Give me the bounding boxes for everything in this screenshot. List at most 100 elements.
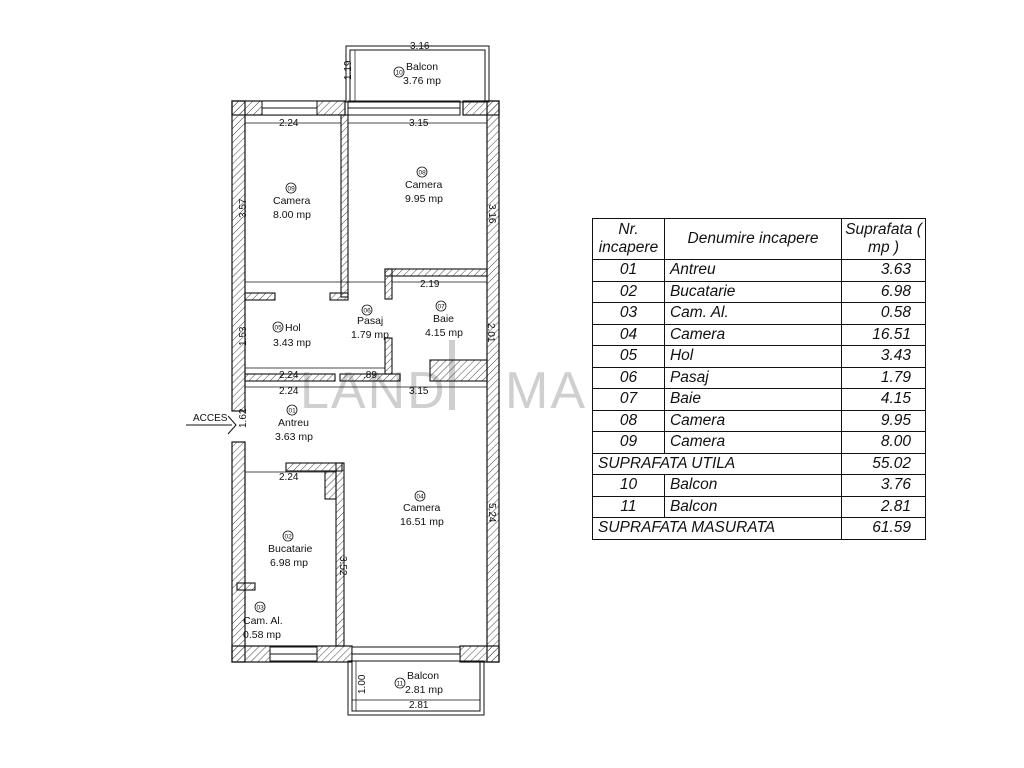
header-nr: Nr. incapere: [592, 218, 665, 260]
cell-name: Hol: [663, 345, 843, 368]
dim-room08-width: 3.15: [409, 118, 429, 129]
dim-camera04-height: 5.24: [486, 503, 497, 523]
room06-name: Pasaj: [357, 315, 383, 327]
balcony-bottom: [347, 660, 485, 716]
cell-nr: 03: [592, 302, 665, 325]
room03-number: 03: [257, 605, 265, 612]
cell-name: Balcon: [663, 474, 843, 497]
room04-name: Camera: [403, 502, 441, 514]
table-header-row: Nr. incapere Denumire incapere Suprafata…: [592, 218, 926, 260]
room10-number: 10: [396, 70, 404, 77]
room-area-table: Nr. incapere Denumire incapere Suprafata…: [591, 218, 926, 540]
room02-area: 6.98 mp: [270, 557, 308, 569]
subtotal-label: SUPRAFATA UTILA: [591, 452, 843, 475]
room-labels: [254, 66, 447, 689]
room05-number: 05: [275, 325, 283, 332]
room01-area: 3.63 mp: [275, 431, 313, 443]
cell-name: Cam. Al.: [663, 302, 843, 325]
cell-nr: 06: [592, 366, 665, 389]
cell-name: Camera: [663, 409, 843, 432]
dim-room09-height: 3.57: [238, 198, 249, 218]
room11-name: Balcon: [407, 670, 439, 682]
cell-area: 16.51: [841, 323, 926, 346]
interior-walls: [236, 114, 488, 647]
cell-name: Antreu: [663, 259, 843, 282]
windows: [261, 100, 461, 662]
room04-area: 16.51 mp: [400, 516, 444, 528]
dim-kitchen-width: 2.24: [279, 472, 299, 483]
cell-area: 3.63: [841, 259, 926, 282]
room09-number: 09: [288, 186, 296, 193]
room-texts: 10 Balcon 3.76 mp 09 Camera 8.00 mp 08 C…: [243, 61, 463, 696]
room02-number: 02: [285, 534, 293, 541]
cell-name: Pasaj: [663, 366, 843, 389]
total-label: SUPRAFATA MASURATA: [591, 517, 843, 540]
dim-pasaj-width: .89: [363, 370, 377, 381]
cell-nr: 08: [592, 409, 665, 432]
cell-name: Baie: [663, 388, 843, 411]
cell-nr: 04: [592, 323, 665, 346]
room08-number: 08: [419, 170, 427, 177]
room05-area: 3.43 mp: [273, 337, 311, 349]
dim-kitchen-height: 3.52: [337, 556, 348, 576]
cell-area: 3.43: [841, 345, 926, 368]
cell-nr: 11: [592, 495, 665, 518]
cell-nr: 07: [592, 388, 665, 411]
cell-area: 1.79: [841, 366, 926, 389]
cell-name: Camera: [663, 431, 843, 454]
dim-antreu-width: 2.24: [279, 386, 299, 397]
dim-balcony-top-width: 3.16: [410, 41, 430, 52]
room08-name: Camera: [405, 179, 443, 191]
room07-name: Baie: [433, 313, 454, 325]
cell-nr: 02: [592, 280, 665, 303]
room03-name: Cam. Al.: [243, 615, 283, 627]
room03-area: 0.58 mp: [243, 629, 281, 641]
room07-number: 07: [438, 304, 446, 311]
room09-area: 8.00 mp: [273, 209, 311, 221]
room10-area: 3.76 mp: [403, 75, 441, 87]
cell-area: 3.76: [841, 474, 926, 497]
cell-name: Bucatarie: [663, 280, 843, 303]
watermark-right: MARK: [505, 362, 590, 420]
dim-bath-height: 2.01: [485, 323, 496, 343]
room06-number: 06: [364, 308, 372, 315]
dim-balcony-bottom-depth: 1.00: [357, 674, 368, 694]
balcony-top: [345, 45, 490, 103]
dimension-labels: 3.16 1.19 2.24 3.15 3.57 3.16 2.19 2.01 …: [238, 41, 497, 711]
cell-area: 0.58: [841, 302, 926, 325]
room06-area: 1.79 mp: [351, 329, 389, 341]
dim-hall-height: 1.53: [238, 326, 249, 346]
cell-name: Balcon: [663, 495, 843, 518]
cell-nr: 09: [592, 431, 665, 454]
dim-bath-width: 2.19: [420, 279, 440, 290]
dim-antreu-height: 1.62: [238, 408, 249, 428]
room10-name: Balcon: [406, 61, 438, 73]
cell-area: 6.98: [841, 280, 926, 303]
cell-nr: 05: [592, 345, 665, 368]
exterior-walls: [231, 100, 500, 663]
cell-area: 8.00: [841, 431, 926, 454]
cell-nr: 01: [592, 259, 665, 282]
total-area: 61.59: [841, 517, 926, 540]
dimension-lines: [245, 49, 487, 711]
room01-name: Antreu: [278, 417, 309, 429]
room08-area: 9.95 mp: [405, 193, 443, 205]
dim-hall-width: 2.24: [279, 370, 299, 381]
room01-number: 01: [289, 408, 297, 415]
header-name: Denumire incapere: [663, 218, 843, 260]
dim-balcony-bottom-width: 2.81: [409, 700, 429, 711]
cell-area: 9.95: [841, 409, 926, 432]
dim-camera04-width: 3.15: [409, 386, 429, 397]
room07-area: 4.15 mp: [425, 327, 463, 339]
room02-name: Bucatarie: [268, 543, 313, 555]
